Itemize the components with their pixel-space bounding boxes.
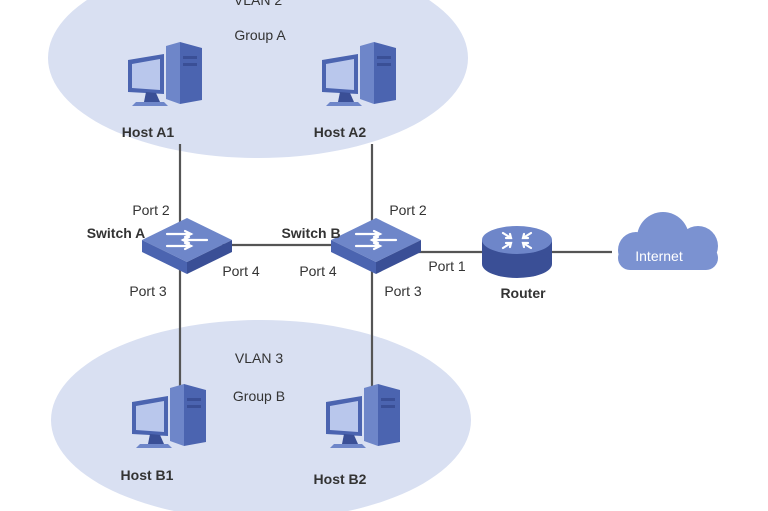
vlan2-label: VLAN 2 — [234, 0, 282, 8]
switch-a-port2-label: Port 2 — [132, 202, 170, 218]
switch-a-port3-label: Port 3 — [129, 283, 167, 299]
switch-b-label: Switch B — [281, 225, 340, 241]
switch-a-port4-label: Port 4 — [222, 263, 260, 279]
switch-b-port3-label: Port 3 — [384, 283, 422, 299]
host-b1-label: Host B1 — [121, 467, 174, 483]
group-a-label: Group A — [234, 27, 286, 43]
switch-a-label: Switch A — [87, 225, 146, 241]
internet-label: Internet — [635, 248, 683, 264]
switch-b-port1-label: Port 1 — [428, 258, 466, 274]
host-b2-label: Host B2 — [314, 471, 367, 487]
switch-b-port4-label: Port 4 — [299, 263, 337, 279]
vlan3-group-b-area — [51, 320, 471, 511]
router-label: Router — [500, 285, 546, 301]
switch-b-icon — [329, 216, 423, 276]
group-b-label: Group B — [233, 388, 285, 404]
switch-b-port2-label: Port 2 — [389, 202, 427, 218]
router-icon — [482, 226, 552, 278]
host-a1-label: Host A1 — [122, 124, 175, 140]
switch-a-icon — [140, 216, 234, 276]
internet-cloud-icon — [618, 212, 718, 270]
vlan3-label: VLAN 3 — [235, 350, 283, 366]
vlan2-group-a-area — [48, 0, 468, 158]
host-a2-label: Host A2 — [314, 124, 367, 140]
